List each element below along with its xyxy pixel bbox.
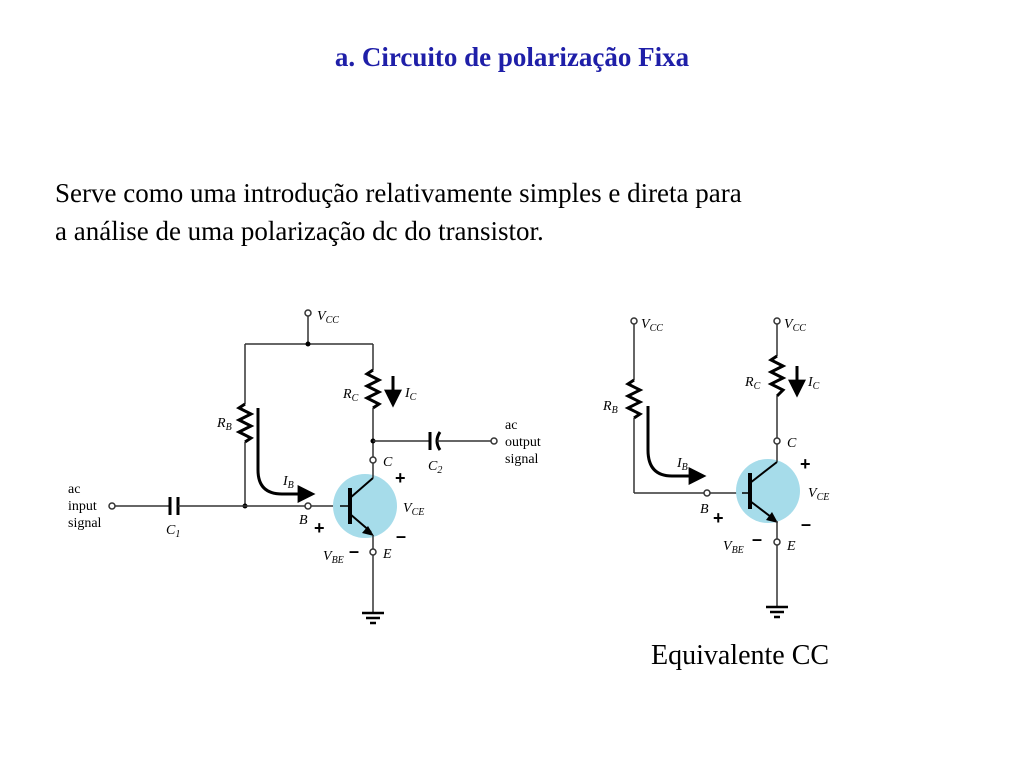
output-terminal — [490, 437, 498, 445]
terminal-c-label: C — [383, 455, 393, 470]
output-signal-label-3: signal — [505, 452, 539, 467]
dc-equivalent-circuit — [624, 317, 806, 619]
vce-minus-sign: – — [396, 526, 406, 546]
input-terminal — [108, 502, 116, 510]
body-line-1: Serve como uma introdução relativamente … — [55, 178, 742, 208]
input-signal-label-2: input — [68, 499, 97, 514]
vcc-label: VCC — [317, 309, 339, 326]
body-line-2: a análise de uma polarização dc do trans… — [55, 216, 544, 246]
rc-resistor — [363, 368, 383, 410]
base-terminal — [304, 502, 312, 510]
terminal-b-label: B — [299, 513, 308, 528]
rc-label: RC — [342, 387, 359, 404]
terminal-e-label: E — [382, 547, 392, 562]
vce-minus-sign: – — [801, 514, 811, 534]
collector-terminal — [369, 456, 377, 464]
transistor-collector-lead — [349, 477, 374, 499]
ib-label: IB — [676, 456, 688, 473]
vbe-plus-sign: + — [314, 518, 325, 538]
input-signal-label-3: signal — [68, 516, 102, 531]
junction-dot — [305, 341, 311, 347]
terminal-b-label: B — [700, 502, 709, 517]
vcc-right-terminal — [773, 317, 781, 325]
slide-title: a. Circuito de polarização Fixa — [334, 42, 690, 72]
vce-label: VCE — [403, 501, 424, 518]
terminal-e-label: E — [786, 539, 796, 554]
transistor-collector-lead — [749, 461, 778, 484]
ib-arrow — [256, 408, 316, 503]
c2-label: C2 — [428, 459, 442, 476]
fixed-bias-labels: VCC RC IC RB IB C1 C2 ac input signal ac… — [68, 309, 541, 566]
vcc-right-label: VCC — [784, 317, 806, 334]
vcc-terminal — [304, 309, 312, 317]
emitter-terminal — [773, 538, 781, 546]
ib-arrow — [646, 406, 707, 485]
terminal-c-label: C — [787, 436, 797, 451]
vce-plus-sign: + — [800, 454, 811, 474]
rb-resistor — [235, 402, 255, 444]
collector-terminal — [773, 437, 781, 445]
vcc-left-terminal — [630, 317, 638, 325]
vbe-minus-sign: – — [349, 541, 359, 561]
output-signal-label-1: ac — [505, 418, 517, 433]
vbe-label: VBE — [723, 539, 744, 556]
fixed-bias-circuit — [108, 309, 498, 625]
vbe-minus-sign: – — [752, 529, 762, 549]
ic-label: IC — [807, 375, 820, 392]
emitter-arrow — [766, 512, 778, 523]
vce-plus-sign: + — [395, 468, 406, 488]
vbe-label: VBE — [323, 549, 344, 566]
rc-resistor — [767, 354, 787, 398]
rb-label: RB — [602, 399, 618, 416]
c1-label: C1 — [166, 523, 180, 540]
rc-label: RC — [744, 375, 761, 392]
vcc-left-label: VCC — [641, 317, 663, 334]
emitter-arrow — [362, 526, 374, 536]
rb-resistor — [624, 378, 644, 420]
vbe-plus-sign: + — [713, 508, 724, 528]
emitter-terminal — [369, 548, 377, 556]
input-signal-label-1: ac — [68, 482, 80, 497]
ib-label: IB — [282, 474, 294, 491]
output-signal-label-2: output — [505, 435, 541, 450]
ic-label: IC — [404, 386, 417, 403]
rb-label: RB — [216, 416, 232, 433]
dc-equivalent-caption: Equivalente CC — [651, 640, 830, 671]
base-terminal — [703, 489, 711, 497]
dc-equivalent-labels: VCC VCC RC IC RB IB C B E VCE VBE + – + … — [602, 317, 829, 556]
vce-label: VCE — [808, 486, 829, 503]
slide-body-text: Serve como uma introdução relativamente … — [55, 174, 955, 250]
